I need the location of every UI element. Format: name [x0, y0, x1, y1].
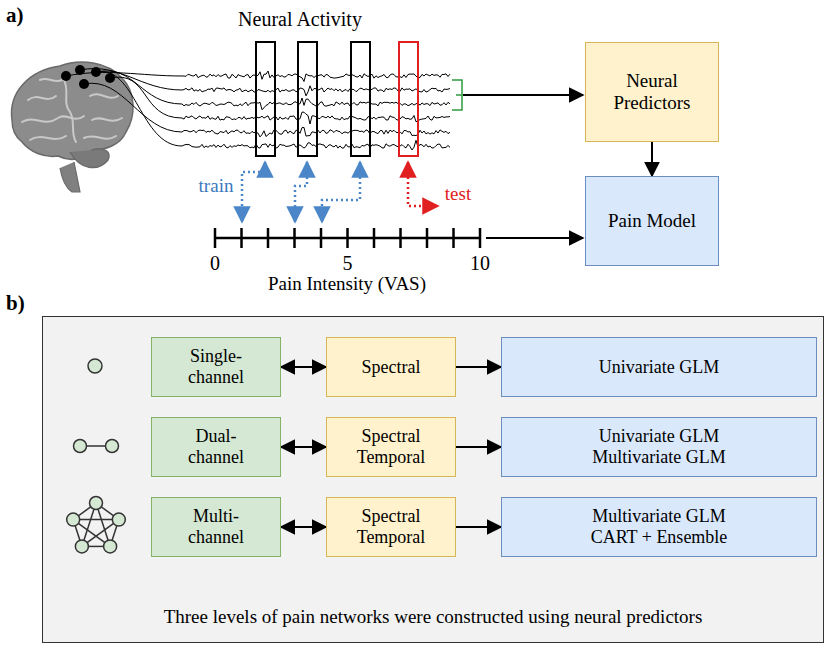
- node-text: Multi- channel: [176, 506, 256, 547]
- network-icons: [67, 359, 126, 553]
- feature-box: Spectral Temporal: [326, 497, 456, 557]
- node-text: Single- channel: [176, 346, 256, 387]
- channel-box: Dual- channel: [151, 417, 281, 477]
- tick-label: 5: [343, 252, 353, 274]
- scale-tick: [267, 228, 270, 248]
- connector-arrow: [456, 446, 501, 448]
- channel-box: Multi- channel: [151, 497, 281, 557]
- model-box: Univariate GLM Multivariate GLM: [501, 417, 817, 477]
- feature-box: Spectral Temporal: [326, 417, 456, 477]
- panel-label: a): [6, 4, 24, 27]
- eeg-traces: [66, 69, 450, 150]
- scale-tick: [320, 228, 323, 248]
- electrode-wire: [84, 83, 182, 132]
- network-node: [104, 540, 117, 553]
- predictor-box: Neural Predictors: [585, 42, 719, 142]
- annotation: train: [199, 176, 234, 197]
- model-box: Multivariate GLM CART + Ensemble: [501, 497, 817, 557]
- connector-arrow: [456, 366, 501, 368]
- scale-arrow: [486, 237, 583, 239]
- network-node: [90, 497, 103, 510]
- panel-label: b): [6, 292, 25, 315]
- tick-label: 10: [470, 252, 490, 274]
- network-node: [112, 513, 125, 526]
- scale-tick: [399, 228, 402, 248]
- test-arrow: [408, 162, 438, 206]
- channel-bracket: [452, 80, 462, 110]
- node-text: Univariate GLM: [599, 357, 719, 378]
- scale-tick: [452, 228, 455, 248]
- network-node: [75, 540, 88, 553]
- connector-arrow: [281, 446, 326, 448]
- activity-arrow: [463, 94, 583, 96]
- annotation: test: [445, 184, 471, 205]
- network-panel: Three levels of pain networks were const…: [42, 316, 824, 643]
- model-box: Pain Model: [585, 176, 719, 266]
- annotation: Pain Intensity (VAS): [268, 274, 426, 295]
- train-arrows: [242, 162, 360, 222]
- connector-arrow: [281, 526, 326, 528]
- vas-scale: [215, 228, 481, 248]
- scale-tick: [346, 228, 349, 248]
- scale-tick: [426, 228, 429, 248]
- connector-arrow: [651, 142, 653, 176]
- scale-tick: [214, 228, 217, 248]
- connector-arrow: [456, 526, 501, 528]
- time-windows: [256, 42, 418, 156]
- scale-tick: [293, 228, 296, 248]
- node-text: Spectral Temporal: [346, 426, 436, 467]
- electrodes: [61, 65, 115, 89]
- node-text: Spectral: [341, 357, 441, 378]
- connector-arrow: [281, 366, 326, 368]
- node-text: Three levels of pain networks were const…: [164, 606, 703, 628]
- node-text: Pain Model: [608, 210, 696, 232]
- feature-box: Spectral: [326, 337, 456, 397]
- node-text: Multivariate GLM CART + Ensemble: [579, 506, 739, 547]
- brain-illustration: [12, 62, 134, 192]
- annotation: Neural Activity: [238, 8, 362, 30]
- tick-label: 0: [210, 252, 220, 274]
- model-box: Univariate GLM: [501, 337, 817, 397]
- panel-ground: [42, 316, 824, 643]
- node-text: Univariate GLM Multivariate GLM: [579, 426, 739, 467]
- scale-tick: [240, 228, 243, 248]
- network-node: [67, 513, 80, 526]
- node-text: Dual- channel: [176, 426, 256, 467]
- scale-tick: [479, 228, 482, 248]
- node-text: Neural Predictors: [597, 70, 707, 114]
- electrode-wire: [96, 71, 182, 146]
- electrode-wire: [110, 77, 182, 118]
- scale-tick: [373, 228, 376, 248]
- channel-box: Single- channel: [151, 337, 281, 397]
- node-text: Spectral Temporal: [346, 506, 436, 547]
